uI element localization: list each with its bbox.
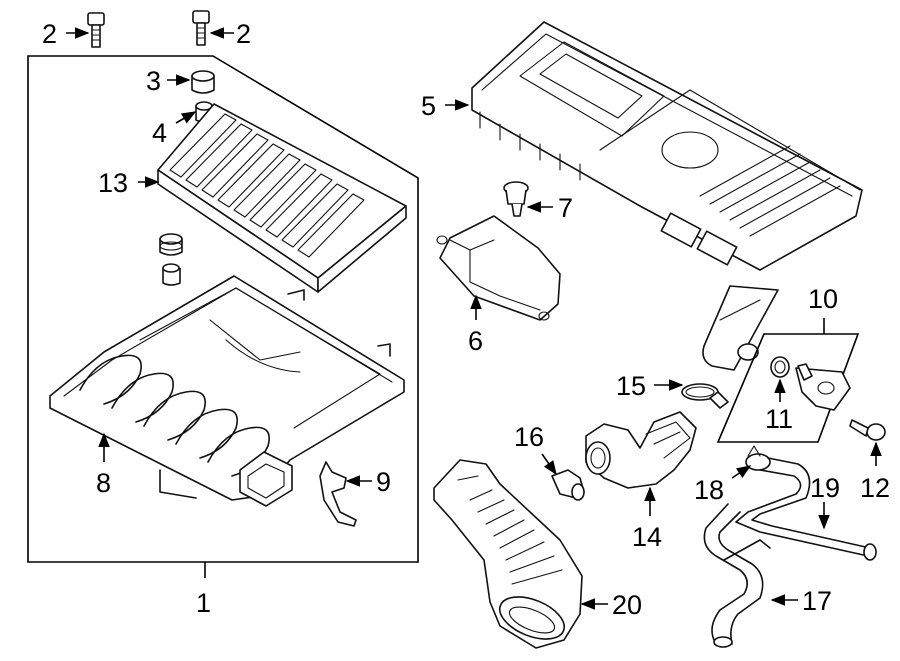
sleeve-lower [162,263,181,286]
sensor-assembly-box [716,333,860,443]
callout-2b-label: 2 [236,19,251,49]
callout-12-label: 12 [860,473,890,503]
pcv-fitting [551,469,585,501]
air-filter-element [157,103,407,293]
callout-16-leader [541,453,557,476]
callout-2a-label: 2 [42,19,57,49]
bolt-left [87,12,105,48]
callout-19-label: 19 [810,473,840,503]
air-cleaner-lower-housing [49,275,405,507]
small-hose-clamp [745,445,771,471]
push-clip [503,181,529,217]
callout-10-label: 10 [808,284,838,314]
vent-hose [735,457,877,561]
callout-6-label: 6 [468,326,483,356]
assembly-box-outline [27,55,419,563]
callout-7-label: 7 [558,193,573,223]
grommet-lower [159,233,183,256]
callout-16-label: 16 [514,422,544,452]
callout-1-label: 1 [196,588,211,618]
intake-hose [433,459,583,649]
o-ring [770,356,790,378]
callout-14-label: 14 [632,522,662,552]
callout-8-label: 8 [96,468,111,498]
mass-airflow-sensor [795,363,851,411]
air-cleaner-upper-cover [471,21,863,371]
retaining-clip [319,461,357,527]
callout-4-label: 4 [152,118,167,148]
callout-18-leader [731,465,752,479]
callout-11-label: 11 [765,404,793,434]
callout-13-label: 13 [98,168,128,198]
callout-17-label: 17 [802,586,832,616]
callout-3-label: 3 [146,66,161,96]
callout-5-label: 5 [421,91,436,121]
callout-15-label: 15 [616,371,646,401]
callout-4-leader [175,111,197,124]
bolt-right [192,10,210,46]
callout-20-label: 20 [612,590,642,620]
hose-clamp [681,383,729,409]
resonator [436,215,561,321]
grommet-upper [191,70,215,94]
screw [849,419,886,441]
callout-18-label: 18 [694,475,724,505]
breather-hose [703,503,771,648]
callout-9-label: 9 [376,467,391,497]
intake-duct-elbow [585,411,697,489]
